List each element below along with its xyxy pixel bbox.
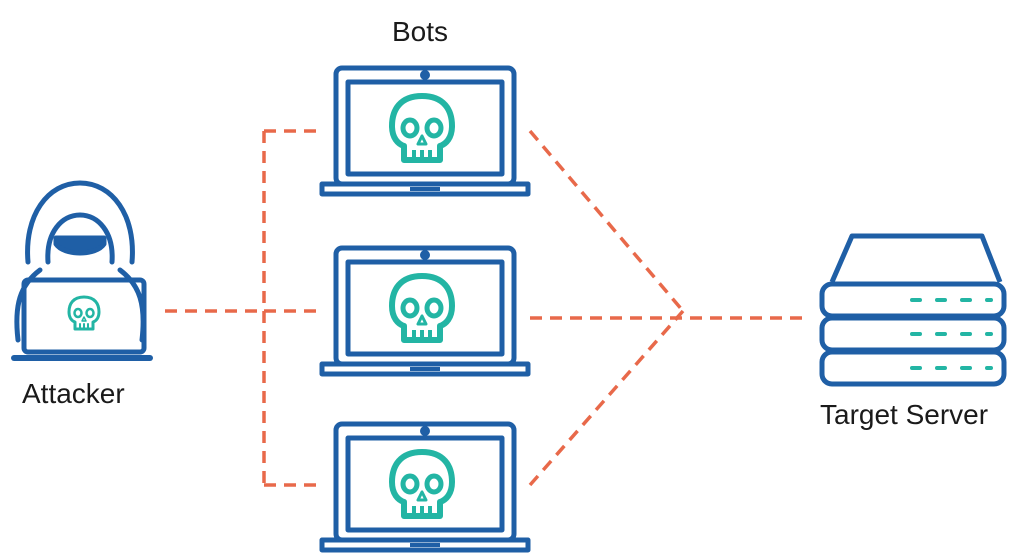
target-server-icon [819, 233, 1007, 387]
attacker-label: Attacker [22, 378, 125, 409]
attacker-node [11, 180, 153, 361]
bot-3-skull-icon [392, 452, 452, 516]
bot-1-laptop-icon [319, 65, 531, 197]
attacker-laptop-icon [11, 277, 153, 361]
attacker-skull-icon [67, 295, 101, 331]
connections [165, 129, 810, 487]
bot-3-laptop-icon [319, 421, 531, 553]
edge-bot-3-to-target [528, 309, 685, 487]
bot-1-skull-icon [392, 96, 452, 160]
bot-2-laptop-icon [319, 245, 531, 377]
target-server-label: Target Server [820, 399, 989, 430]
bot-2-skull-icon [392, 276, 452, 340]
edge-bot-1-to-target [528, 129, 685, 313]
bots-label: Bots [392, 16, 449, 47]
